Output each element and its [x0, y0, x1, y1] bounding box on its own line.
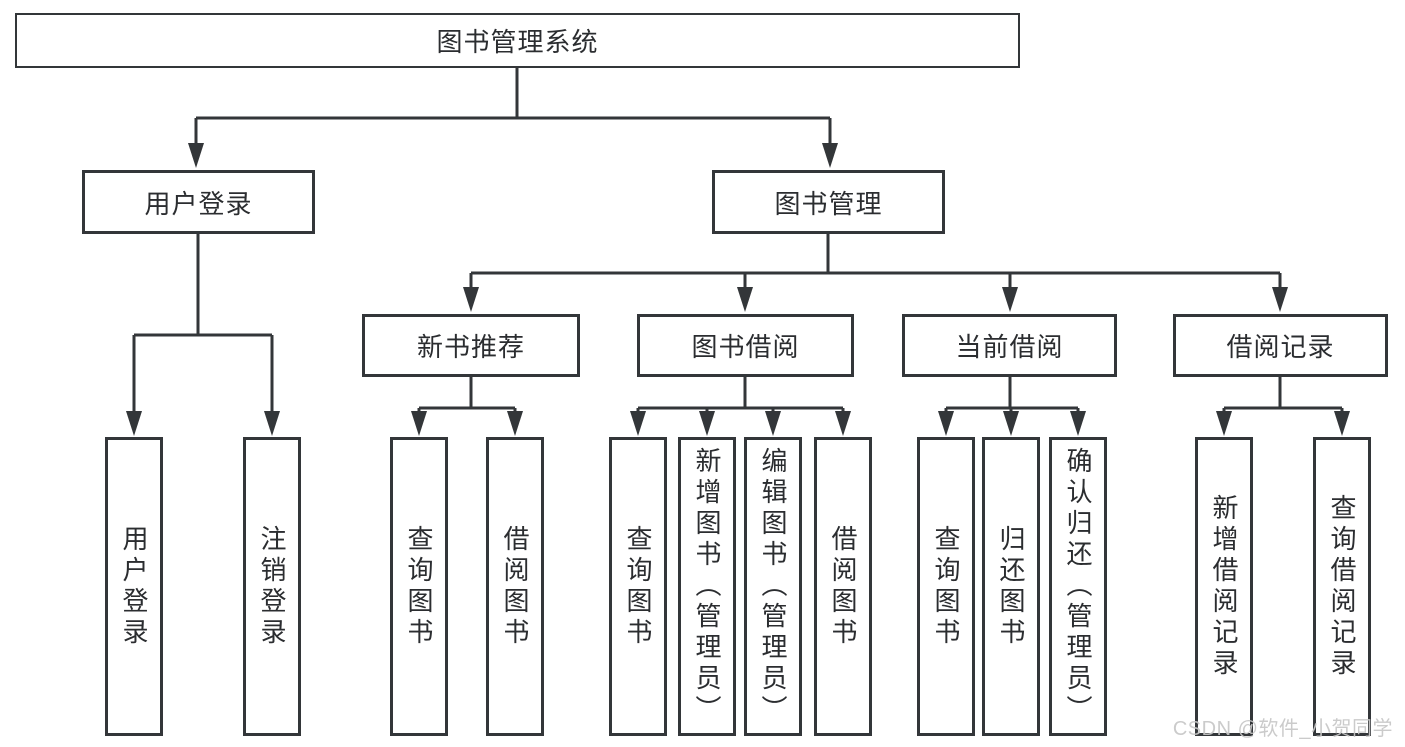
- node-new-book-recommendation: 新书推荐: [362, 314, 580, 377]
- leaf-add-books-admin: 新增图书（管理员）: [678, 437, 736, 736]
- leaf-edit-books-admin: 编辑图书（管理员）: [744, 437, 802, 736]
- leaf-query-books-current: 查询图书: [917, 437, 975, 736]
- leaf-logout: 注销登录: [243, 437, 301, 736]
- node-current-borrowing: 当前借阅: [902, 314, 1117, 377]
- leaf-query-books-recommend: 查询图书: [390, 437, 448, 736]
- leaf-borrow-books-recommend: 借阅图书: [486, 437, 544, 736]
- node-book-management-branch: 图书管理: [712, 170, 945, 234]
- node-user-login-branch: 用户登录: [82, 170, 315, 234]
- node-library-management-system: 图书管理系统: [15, 13, 1020, 68]
- csdn-watermark: CSDN @软件_小贺同学: [1172, 718, 1393, 740]
- leaf-return-books: 归还图书: [982, 437, 1040, 736]
- leaf-borrow-books: 借阅图书: [814, 437, 872, 736]
- leaf-confirm-return-admin: 确认归还（管理员）: [1049, 437, 1107, 736]
- leaf-add-borrow-record: 新增借阅记录: [1195, 437, 1253, 736]
- leaf-query-borrow-record: 查询借阅记录: [1313, 437, 1371, 736]
- node-borrowing-records: 借阅记录: [1173, 314, 1388, 377]
- leaf-query-books-borrow: 查询图书: [609, 437, 667, 736]
- node-book-borrowing: 图书借阅: [637, 314, 854, 377]
- leaf-user-login: 用户登录: [105, 437, 163, 736]
